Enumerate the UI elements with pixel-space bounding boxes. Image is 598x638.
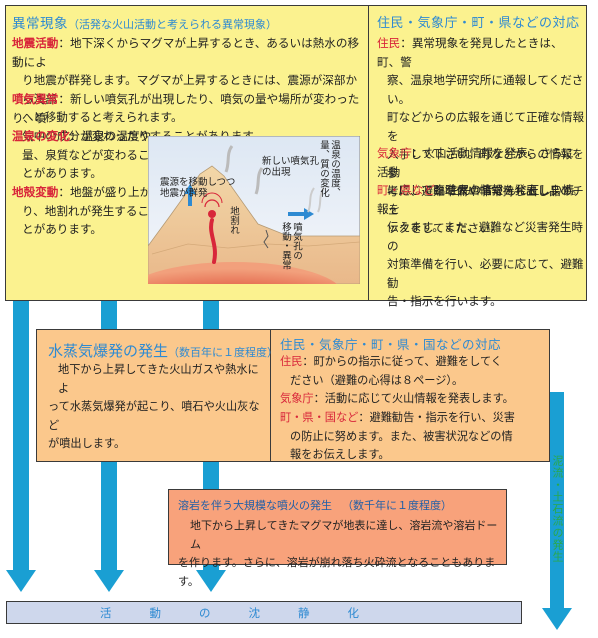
label-crustal: 地殻変動 (12, 185, 59, 199)
stage2-response-jma: 気象庁：活動に応じて火山情報を発表します。 (280, 392, 514, 405)
label-town-pref: 町・県など (377, 183, 435, 197)
label-residents-2: 住民 (280, 355, 303, 368)
stage1-response-residents: 住民：異常現象を発見したときは、町、警 察、温泉地学研究所に通報してください。 … (377, 36, 585, 235)
phreatic-eruption-panel (36, 329, 550, 462)
stage2-title-row: 水蒸気爆発の発生（数百年に１度程度） (48, 340, 278, 361)
stage2-response-residents: 住民：町からの指示に従って、避難をしてく ださい（避難の心得は８ページ）。 (280, 355, 502, 387)
stage3-description: 地下から上昇してきたマグマが地表に達し、溶岩流や溶岩ドーム を作ります。さらに、… (178, 519, 498, 588)
label-town-pref-nation: 町・県・国など (280, 411, 359, 424)
stage2-description: 地下から上昇してきた火山ガスや熱水によ って水蒸気爆発が起こり、噴石や火山灰など… (48, 363, 260, 450)
stage1-response-title: 住民・気象庁・町・県などの対応 (377, 16, 580, 31)
stage1-response-jma: 気象庁：火山活動情報を発表、さらに活動 に応じて臨時火山情報を発表します。 (377, 146, 583, 197)
stage2-response-title: 住民・気象庁・町・県・国などの対応 (280, 337, 502, 352)
label-new-vent: 新しい噴気孔 の出現 (262, 156, 320, 178)
flow-arrow-4-shaft (550, 392, 564, 610)
stage1-title: 異常現象 (12, 16, 68, 32)
label-quake-migration: 震源を移動しつつ 地震が群発 (160, 177, 236, 199)
label-crack: 地割れ (228, 206, 239, 235)
mudflow-label: 泥流・土石流の発生 (551, 455, 564, 563)
stage3-subtitle: （数千年に１度程度） (342, 499, 452, 512)
label-hotspring: 温泉の変化 (12, 129, 70, 143)
label-jma-2: 気象庁 (280, 392, 314, 405)
stage1-item-hotspring: 温泉の変化：温泉の温度や 量、泉質などが変わるこ とがあります。 (12, 129, 152, 180)
stage2-subtitle: （数百年に１度程度） (168, 346, 279, 359)
flow-arrow-1-shaft (13, 300, 29, 570)
stage1-subtitle: （活発な火山活動と考えられる異常現象） (68, 18, 277, 31)
flow-arrow-3-head (196, 570, 226, 592)
label-residents: 住民 (377, 36, 401, 50)
stage1-response-town: 町・県など：住民の皆さんに正しい情報を 伝えます。また、避難など災害発生時の 対… (377, 183, 584, 308)
stage3-title-row: 溶岩を伴う大規模な噴火の発生 （数千年に１度程度） (178, 497, 452, 513)
panel1-divider (368, 5, 369, 301)
lava-eruption-panel (168, 489, 507, 565)
stage1-item-earthquake: 地震活動：地下深くからマグマが上昇するとき、あるいは熱水の移動によ り地震が群発… (12, 36, 360, 124)
flow-arrow-4-head (542, 608, 572, 630)
label-spring-change: 温泉の温度、 量、質の変化 (318, 140, 340, 197)
activity-calming-label: 活動の沈静化 (100, 606, 397, 620)
flow-arrow-1-head (6, 570, 36, 592)
label-fumarole: 噴気異常 (12, 92, 59, 106)
flow-arrow-2-head (94, 570, 124, 592)
label-jma: 気象庁 (377, 146, 412, 160)
stage2-response-gov: 町・県・国など：避難勧告・指示を行い、災害 の防止に努めます。また、被害状況など… (280, 411, 515, 461)
stage1-title-row: 異常現象（活発な火山活動と考えられる異常現象） (12, 12, 277, 32)
activity-calming-bar (6, 601, 522, 624)
stage3-title: 溶岩を伴う大規模な噴火の発生 (178, 499, 332, 512)
panel2-divider (270, 329, 271, 462)
label-vent-move: 噴気孔の 移動・異常 (280, 222, 302, 270)
label-earthquake: 地震活動 (12, 36, 59, 50)
stage1-item-fumarole: 噴気異常：新しい噴気孔が出現したり、噴気の量や場所が変わったり、噴 気中の成分が… (12, 92, 360, 143)
stage2-title: 水蒸気爆発の発生 (48, 342, 169, 360)
stage1-item-crustal: 地殻変動：地盤が盛り上が り、地割れが発生するこ とがあります。 (12, 185, 152, 236)
